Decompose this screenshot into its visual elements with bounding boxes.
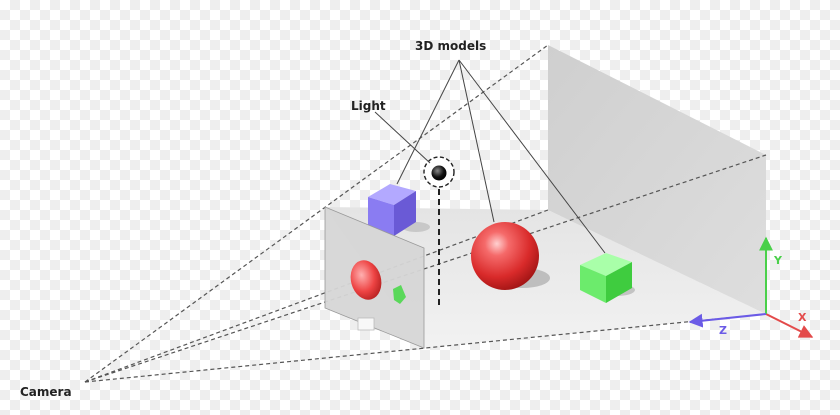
light-source	[423, 156, 455, 305]
plane-stand	[357, 317, 375, 331]
blue-cube	[368, 184, 416, 236]
y-axis-label: Y	[773, 254, 783, 267]
light-label: Light	[351, 99, 386, 113]
green-cube	[580, 253, 632, 303]
projected-sphere	[350, 260, 382, 300]
camera-label: Camera	[20, 385, 72, 399]
axes: X Y Z	[688, 236, 814, 338]
projected-cube	[393, 285, 406, 304]
x-axis-label: X	[798, 311, 807, 324]
z-axis	[688, 313, 767, 328]
frustum-lines	[84, 44, 767, 383]
z-axis-label: Z	[719, 324, 727, 337]
x-axis	[765, 313, 814, 338]
image-plane	[324, 206, 425, 349]
red-sphere	[471, 222, 539, 290]
leader-lines	[374, 59, 606, 254]
models-label: 3D models	[415, 39, 486, 53]
far-plane	[548, 45, 766, 314]
